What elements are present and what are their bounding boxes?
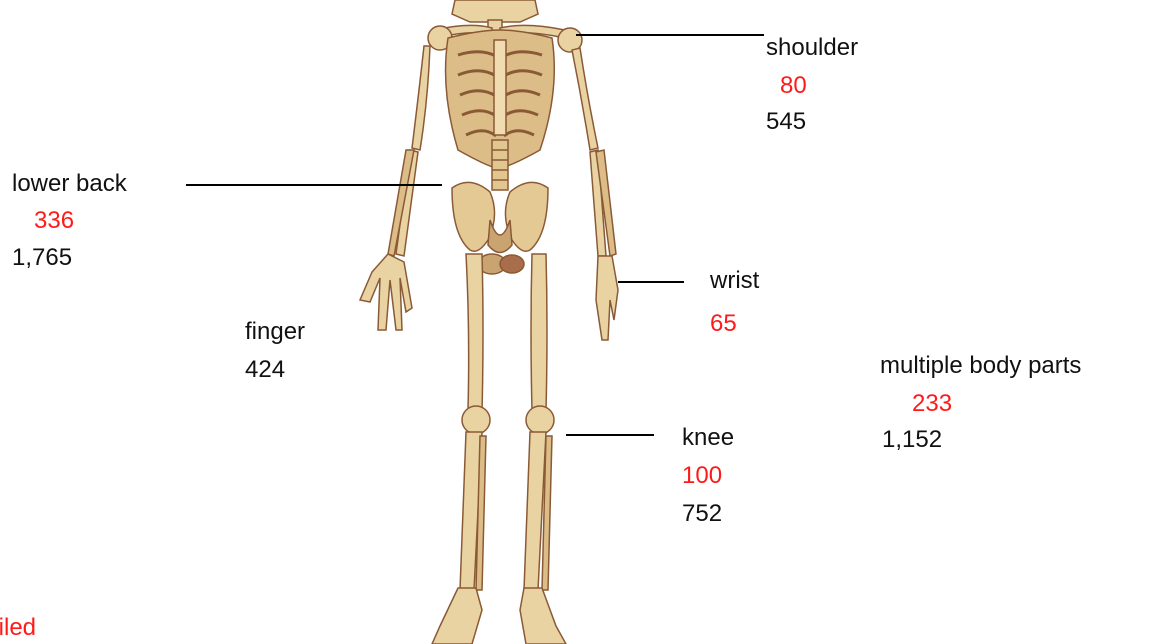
- lower-back-leader-line: [186, 184, 442, 186]
- shoulder-leader-line: [576, 34, 764, 36]
- shoulder-red-value: 80: [780, 72, 807, 100]
- shoulder-label: shoulder: [766, 34, 858, 62]
- lower-back-label: lower back: [12, 170, 127, 198]
- shoulder-value: 545: [766, 108, 806, 136]
- knee-value: 752: [682, 500, 722, 528]
- wrist-red-value: 65: [710, 310, 737, 338]
- knee-red-value: 100: [682, 462, 722, 490]
- knee-label: knee: [682, 424, 734, 452]
- finger-label: finger: [245, 318, 305, 346]
- multiple-body-parts-value: 1,152: [882, 426, 942, 454]
- finger-value: 424: [245, 356, 285, 384]
- multiple-body-parts-label: multiple body parts: [880, 352, 1081, 380]
- wrist-leader-line: [618, 281, 684, 283]
- footer-red-text: filed: [0, 614, 36, 642]
- lower-back-value: 1,765: [12, 244, 72, 272]
- lower-back-red-value: 336: [34, 207, 74, 235]
- knee-leader-line: [566, 434, 654, 436]
- wrist-label: wrist: [710, 267, 759, 295]
- multiple-body-parts-red-value: 233: [912, 390, 952, 418]
